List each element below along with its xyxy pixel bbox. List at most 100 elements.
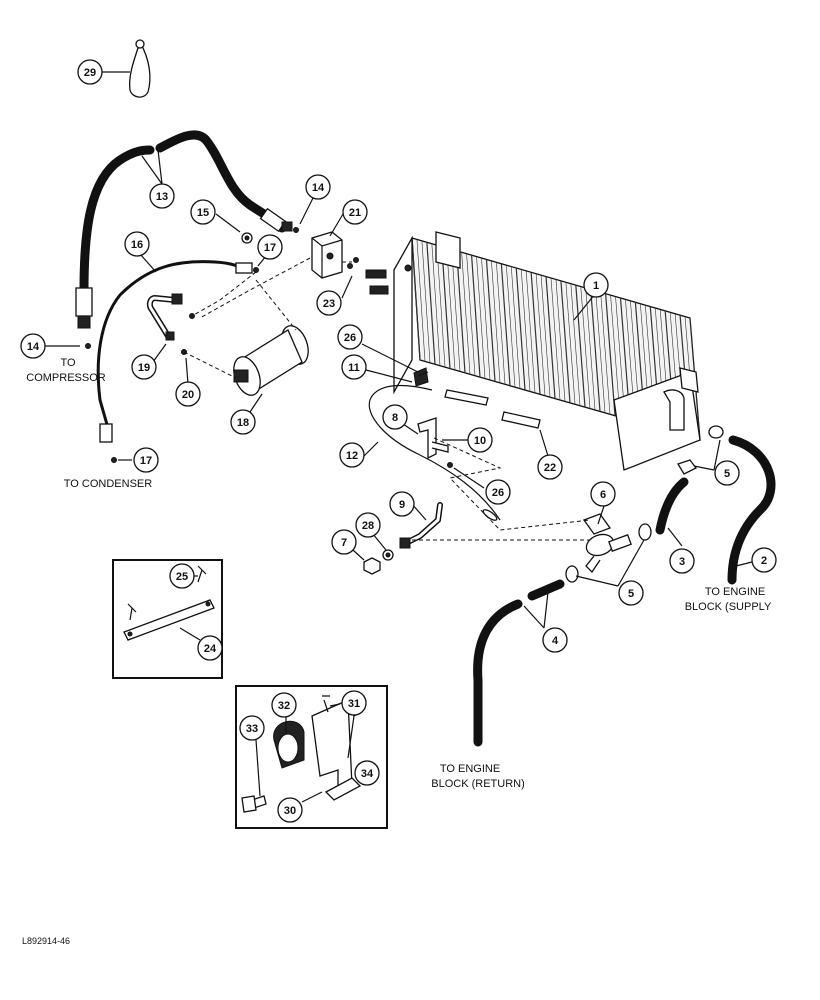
nut-part-7	[363, 557, 381, 575]
core-fin	[500, 263, 511, 386]
clip-part-11	[413, 367, 429, 387]
callout: 14	[305, 174, 331, 200]
callout-label: 9	[399, 499, 405, 511]
core-fin	[496, 262, 506, 385]
expansion-valve-part-21	[311, 231, 343, 279]
tube-part-19	[146, 293, 183, 341]
callout-label: 17	[264, 242, 276, 254]
callout-labels: 29 13 14 15 21 16 17 1 23 26 14 19 11 20…	[20, 59, 777, 823]
water-valve-part-6	[582, 513, 632, 574]
o-ring-part-14	[293, 227, 299, 233]
callout: 11	[341, 354, 367, 380]
callout-label: 5	[724, 468, 730, 480]
o-ring-part-23	[347, 263, 353, 269]
core-fin	[575, 285, 586, 408]
core-fin	[461, 252, 471, 375]
callout: 7	[331, 529, 357, 555]
core-fin	[580, 286, 591, 409]
core-fin	[600, 292, 611, 415]
core-fin	[506, 265, 516, 388]
core-fin	[510, 266, 521, 389]
callout-label: 15	[197, 207, 209, 219]
note-to-compressor-line1: TO	[60, 357, 76, 369]
callout-label: 22	[544, 462, 556, 474]
callout: 13	[149, 183, 175, 209]
bracket-part-9	[399, 502, 443, 549]
hose-part-4	[473, 579, 565, 747]
seal-strip-part-22	[444, 389, 541, 429]
core-fin	[431, 243, 441, 366]
callout-label: 6	[600, 489, 606, 501]
core-fin	[426, 242, 436, 365]
callout-label: 34	[361, 768, 374, 780]
callout: 19	[131, 354, 157, 380]
callout: 9	[389, 491, 415, 517]
core-fin	[565, 282, 576, 405]
receiver-drier-part-18	[233, 325, 309, 396]
core-fin	[515, 267, 526, 391]
callout-label: 28	[362, 520, 374, 532]
callout-label: 14	[312, 182, 325, 194]
callout: 16	[124, 231, 150, 257]
callout: 32	[271, 692, 297, 718]
hose-part-2	[727, 435, 776, 585]
callout: 6	[590, 481, 616, 507]
core-fin	[456, 250, 466, 373]
callout: 23	[316, 290, 342, 316]
core-fin	[470, 255, 481, 378]
callout: 17	[257, 234, 283, 260]
core-fin	[421, 240, 431, 363]
screw-part-26	[447, 462, 453, 468]
callout: 21	[342, 199, 368, 225]
callout-label: 17	[140, 455, 152, 467]
core-fin	[520, 269, 531, 392]
note-to-condenser: TO CONDENSER	[64, 478, 152, 490]
callout: 1	[583, 272, 609, 298]
core-fin	[481, 257, 491, 381]
callout-label: 30	[284, 805, 296, 817]
callout: 33	[239, 715, 265, 741]
hose-part-3	[655, 477, 689, 535]
core-fin	[550, 277, 561, 401]
note-supply-line2: BLOCK (SUPPLY	[685, 601, 772, 613]
callout-label: 26	[344, 332, 356, 344]
leader-lines	[42, 71, 753, 803]
core-fin	[610, 295, 621, 418]
callout: 28	[355, 512, 381, 538]
note-to-compressor-line2: COMPRESSOR	[26, 372, 106, 384]
core-fin	[605, 293, 616, 416]
callout-label: 29	[84, 67, 96, 79]
callout: 4	[542, 627, 568, 653]
callout-label: 33	[246, 723, 258, 735]
core-fin	[590, 289, 601, 412]
callout-label: 24	[204, 643, 217, 655]
callout-label: 7	[341, 537, 347, 549]
core-fin	[525, 270, 536, 393]
callout-label: 19	[138, 362, 150, 374]
callout: 31	[341, 690, 367, 716]
callout-label: 18	[237, 417, 249, 429]
line-part-16	[96, 260, 253, 443]
callout-label: 32	[278, 700, 290, 712]
core-fin	[535, 273, 546, 396]
callout-label: 13	[156, 191, 168, 203]
callout: 8	[382, 404, 408, 430]
core-fin	[585, 287, 596, 411]
callout-label: 11	[348, 362, 360, 374]
callout-label: 26	[492, 487, 504, 499]
hose-part-13	[75, 130, 293, 329]
callout-label: 31	[348, 698, 360, 710]
callout-label: 5	[628, 588, 634, 600]
core-fin	[416, 239, 426, 362]
callout-label: 2	[761, 555, 767, 567]
callout: 10	[467, 427, 493, 453]
callout-label: 10	[474, 435, 486, 447]
core-fin	[446, 247, 456, 371]
callout-label: 14	[27, 341, 40, 353]
callout: 34	[354, 760, 380, 786]
core-fin	[441, 246, 451, 369]
callout: 29	[77, 59, 103, 85]
core-fin	[530, 272, 541, 395]
core-fin	[555, 279, 566, 402]
